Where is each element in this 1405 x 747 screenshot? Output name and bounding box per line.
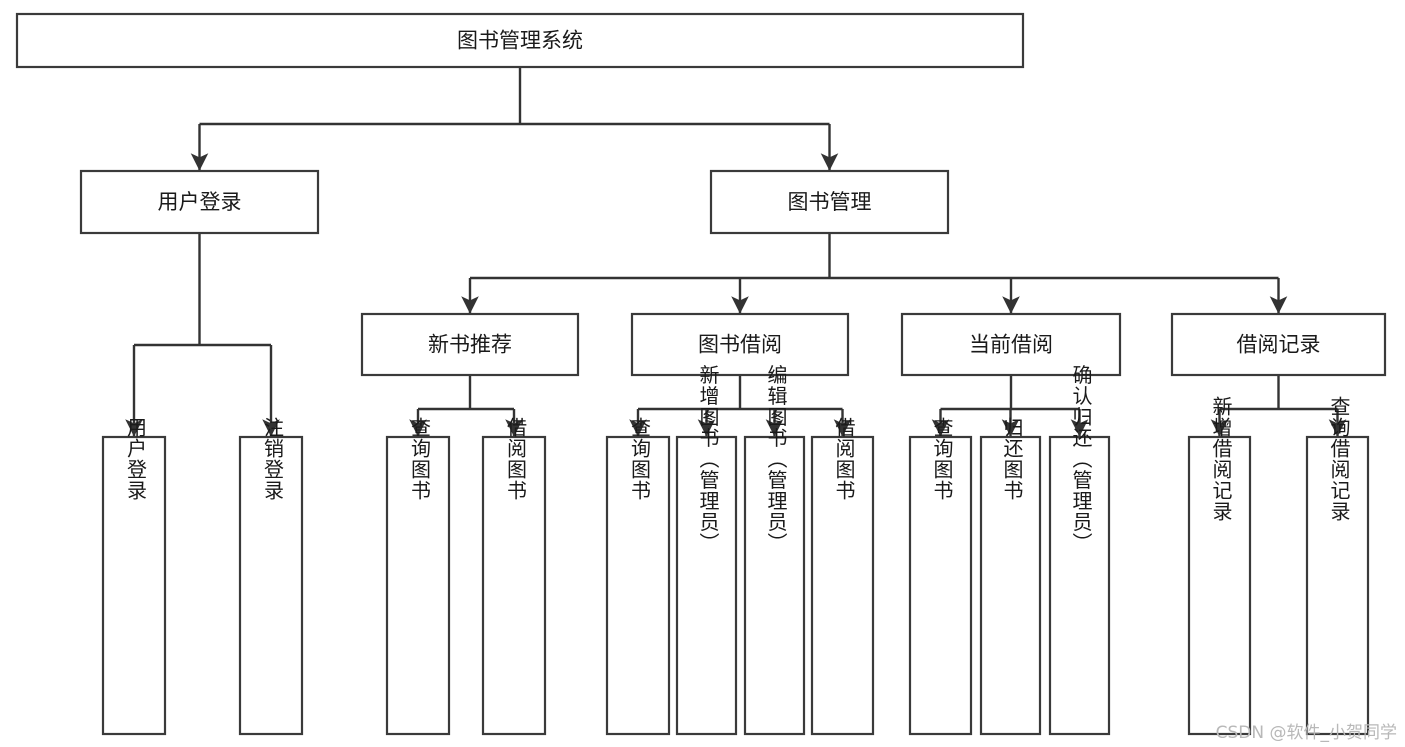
edges-layer (125, 67, 1347, 437)
node-box-leaf-return-book (979, 435, 1042, 736)
node-label-leaf-add-record: 新增借阅记录 (1209, 396, 1233, 522)
node-root[interactable]: 图书管理系统 (15, 12, 1025, 69)
node-label-new-book-rec: 新书推荐 (428, 333, 512, 357)
node-box-root (15, 12, 1025, 69)
node-label-leaf-return-book: 归还图书 (1000, 417, 1024, 501)
node-box-leaf-borrow-book-1 (481, 435, 547, 736)
node-box-leaf-confirm-return (1048, 435, 1111, 736)
node-box-leaf-query-book-1 (385, 435, 451, 736)
node-label-user-login: 用户登录 (158, 190, 242, 214)
node-book-manage[interactable]: 图书管理 (709, 169, 950, 235)
node-box-leaf-user-login (101, 435, 167, 736)
node-box-leaf-borrow-book-2 (810, 435, 875, 736)
node-leaf-confirm-return[interactable]: 确认归还（管理员） (1048, 364, 1111, 736)
node-leaf-add-book[interactable]: 新增图书（管理员） (675, 364, 738, 736)
node-label-leaf-borrow-book-1: 借阅图书 (504, 417, 528, 501)
node-label-book-borrow: 图书借阅 (698, 333, 782, 357)
node-current-borrow[interactable]: 当前借阅 (900, 312, 1122, 377)
node-leaf-add-record[interactable]: 新增借阅记录 (1187, 396, 1252, 736)
node-leaf-borrow-book-2[interactable]: 借阅图书 (810, 417, 875, 736)
node-user-login[interactable]: 用户登录 (79, 169, 320, 235)
node-label-root: 图书管理系统 (457, 29, 583, 53)
node-label-leaf-query-book-1: 查询图书 (408, 417, 432, 501)
node-box-leaf-query-book-3 (908, 435, 973, 736)
node-label-leaf-query-book-2: 查询图书 (628, 417, 652, 501)
node-label-leaf-add-book: 新增图书（管理员） (696, 364, 720, 553)
node-label-leaf-logout: 注销登录 (261, 417, 285, 501)
node-box-current-borrow (900, 312, 1122, 377)
node-leaf-query-record[interactable]: 查询借阅记录 (1305, 396, 1370, 736)
node-book-borrow[interactable]: 图书借阅 (630, 312, 850, 377)
node-leaf-query-book-3[interactable]: 查询图书 (908, 417, 973, 736)
node-box-new-book-rec (360, 312, 580, 377)
node-leaf-return-book[interactable]: 归还图书 (979, 417, 1042, 736)
node-box-leaf-add-record (1187, 435, 1252, 736)
node-label-leaf-edit-book: 编辑图书（管理员） (764, 364, 788, 553)
node-label-borrow-record: 借阅记录 (1237, 333, 1321, 357)
node-leaf-borrow-book-1[interactable]: 借阅图书 (481, 417, 547, 736)
node-leaf-user-login[interactable]: 用户登录 (101, 417, 167, 736)
node-box-leaf-add-book (675, 435, 738, 736)
node-label-leaf-query-book-3: 查询图书 (930, 417, 954, 501)
node-new-book-rec[interactable]: 新书推荐 (360, 312, 580, 377)
node-label-book-manage: 图书管理 (788, 190, 872, 214)
node-label-leaf-query-record: 查询借阅记录 (1327, 396, 1351, 522)
node-box-user-login (79, 169, 320, 235)
node-leaf-query-book-2[interactable]: 查询图书 (605, 417, 671, 736)
node-borrow-record[interactable]: 借阅记录 (1170, 312, 1387, 377)
node-label-current-borrow: 当前借阅 (969, 333, 1053, 357)
node-label-leaf-borrow-book-2: 借阅图书 (832, 417, 856, 501)
node-leaf-query-book-1[interactable]: 查询图书 (385, 417, 451, 736)
node-leaf-edit-book[interactable]: 编辑图书（管理员） (743, 364, 806, 736)
node-leaf-logout[interactable]: 注销登录 (238, 417, 304, 736)
nodes-layer: 图书管理系统用户登录图书管理新书推荐图书借阅当前借阅借阅记录用户登录注销登录查询… (15, 12, 1387, 736)
node-box-leaf-logout (238, 435, 304, 736)
node-box-book-manage (709, 169, 950, 235)
node-box-leaf-query-book-2 (605, 435, 671, 736)
node-box-leaf-query-record (1305, 435, 1370, 736)
node-box-borrow-record (1170, 312, 1387, 377)
node-label-leaf-user-login: 用户登录 (124, 417, 148, 501)
node-label-leaf-confirm-return: 确认归还（管理员） (1069, 364, 1093, 553)
node-box-book-borrow (630, 312, 850, 377)
node-box-leaf-edit-book (743, 435, 806, 736)
